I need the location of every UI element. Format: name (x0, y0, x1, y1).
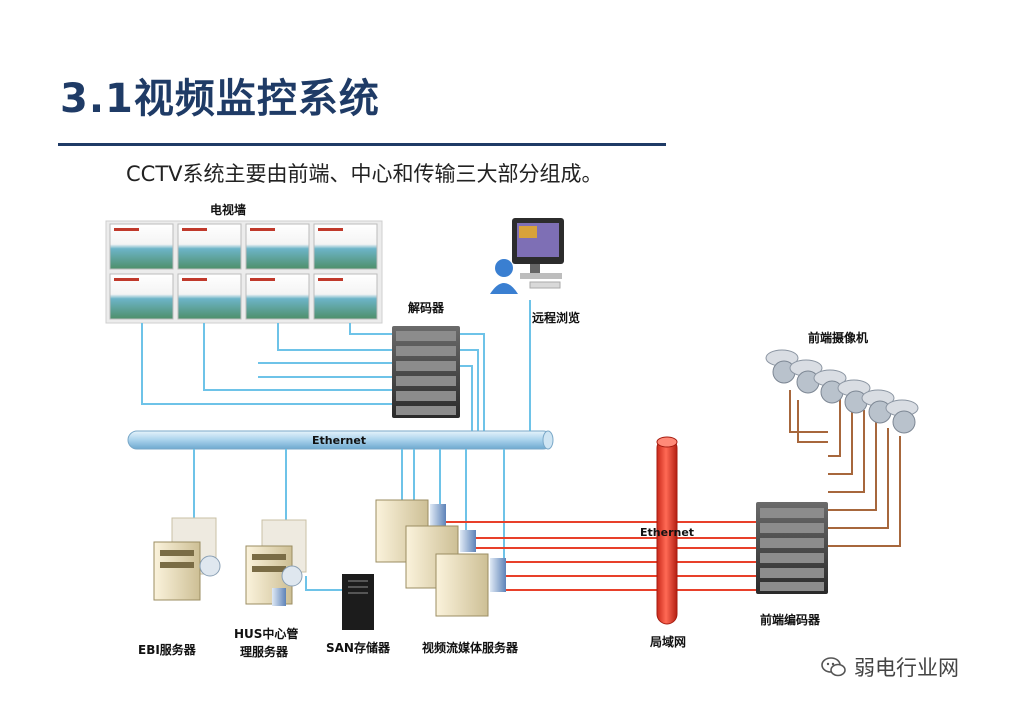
wall-monitor (313, 223, 378, 270)
ethernet-label: Ethernet (312, 434, 366, 447)
remote-label: 远程浏览 (532, 310, 580, 325)
watermark-text: 弱电行业网 (854, 656, 959, 680)
camera-label: 前端摄像机 (808, 330, 868, 345)
san-storage (342, 574, 374, 630)
san-label: SAN存储器 (326, 640, 391, 655)
wall-monitor (313, 273, 378, 320)
red-links (446, 521, 756, 591)
wall-monitor (177, 273, 242, 320)
san-link (305, 576, 344, 591)
watermark: 弱电行业网 (820, 652, 959, 682)
video-wall (105, 220, 383, 324)
wall-monitor (245, 223, 310, 270)
hus-server (245, 519, 307, 606)
encoder-rack (756, 502, 828, 594)
camera-links (789, 390, 901, 547)
ebi-label: EBI服务器 (138, 642, 197, 657)
title-divider (58, 143, 666, 146)
lan-ethernet-label: Ethernet (640, 526, 694, 539)
cctv-diagram: 电视墙 解码器 远程浏览 Ethern (100, 200, 930, 665)
camera (813, 369, 847, 404)
camera (765, 349, 799, 384)
ebi-server (153, 517, 221, 601)
decoder-rack (392, 326, 460, 418)
camera (837, 379, 871, 414)
camera (885, 399, 919, 434)
page-title: 3.1视频监控系统 (60, 76, 380, 122)
ethernet-backbone (127, 430, 554, 450)
lan-pipe (656, 436, 678, 625)
camera (789, 359, 823, 394)
stream-servers (375, 499, 506, 617)
encoder-label: 前端编码器 (760, 612, 821, 627)
wall-monitor (109, 223, 174, 270)
wall-monitor (177, 223, 242, 270)
wechat-icon (821, 657, 846, 677)
stream-label: 视频流媒体服务器 (422, 640, 519, 655)
camera (861, 389, 895, 424)
subtitle: CCTV系统主要由前端、中心和传输三大部分组成。 (126, 162, 603, 186)
wall-monitor (109, 273, 174, 320)
hus-label-line1: HUS中心管 (234, 626, 298, 641)
cameras (765, 349, 919, 434)
video-wall-label: 电视墙 (210, 202, 246, 217)
remote-workstation (490, 218, 564, 294)
decoder-label: 解码器 (408, 300, 445, 315)
lan-label: 局域网 (650, 634, 686, 649)
wall-decoder-links (141, 300, 531, 431)
hus-label-line2: 理服务器 (240, 644, 289, 659)
wall-monitor (245, 273, 310, 320)
